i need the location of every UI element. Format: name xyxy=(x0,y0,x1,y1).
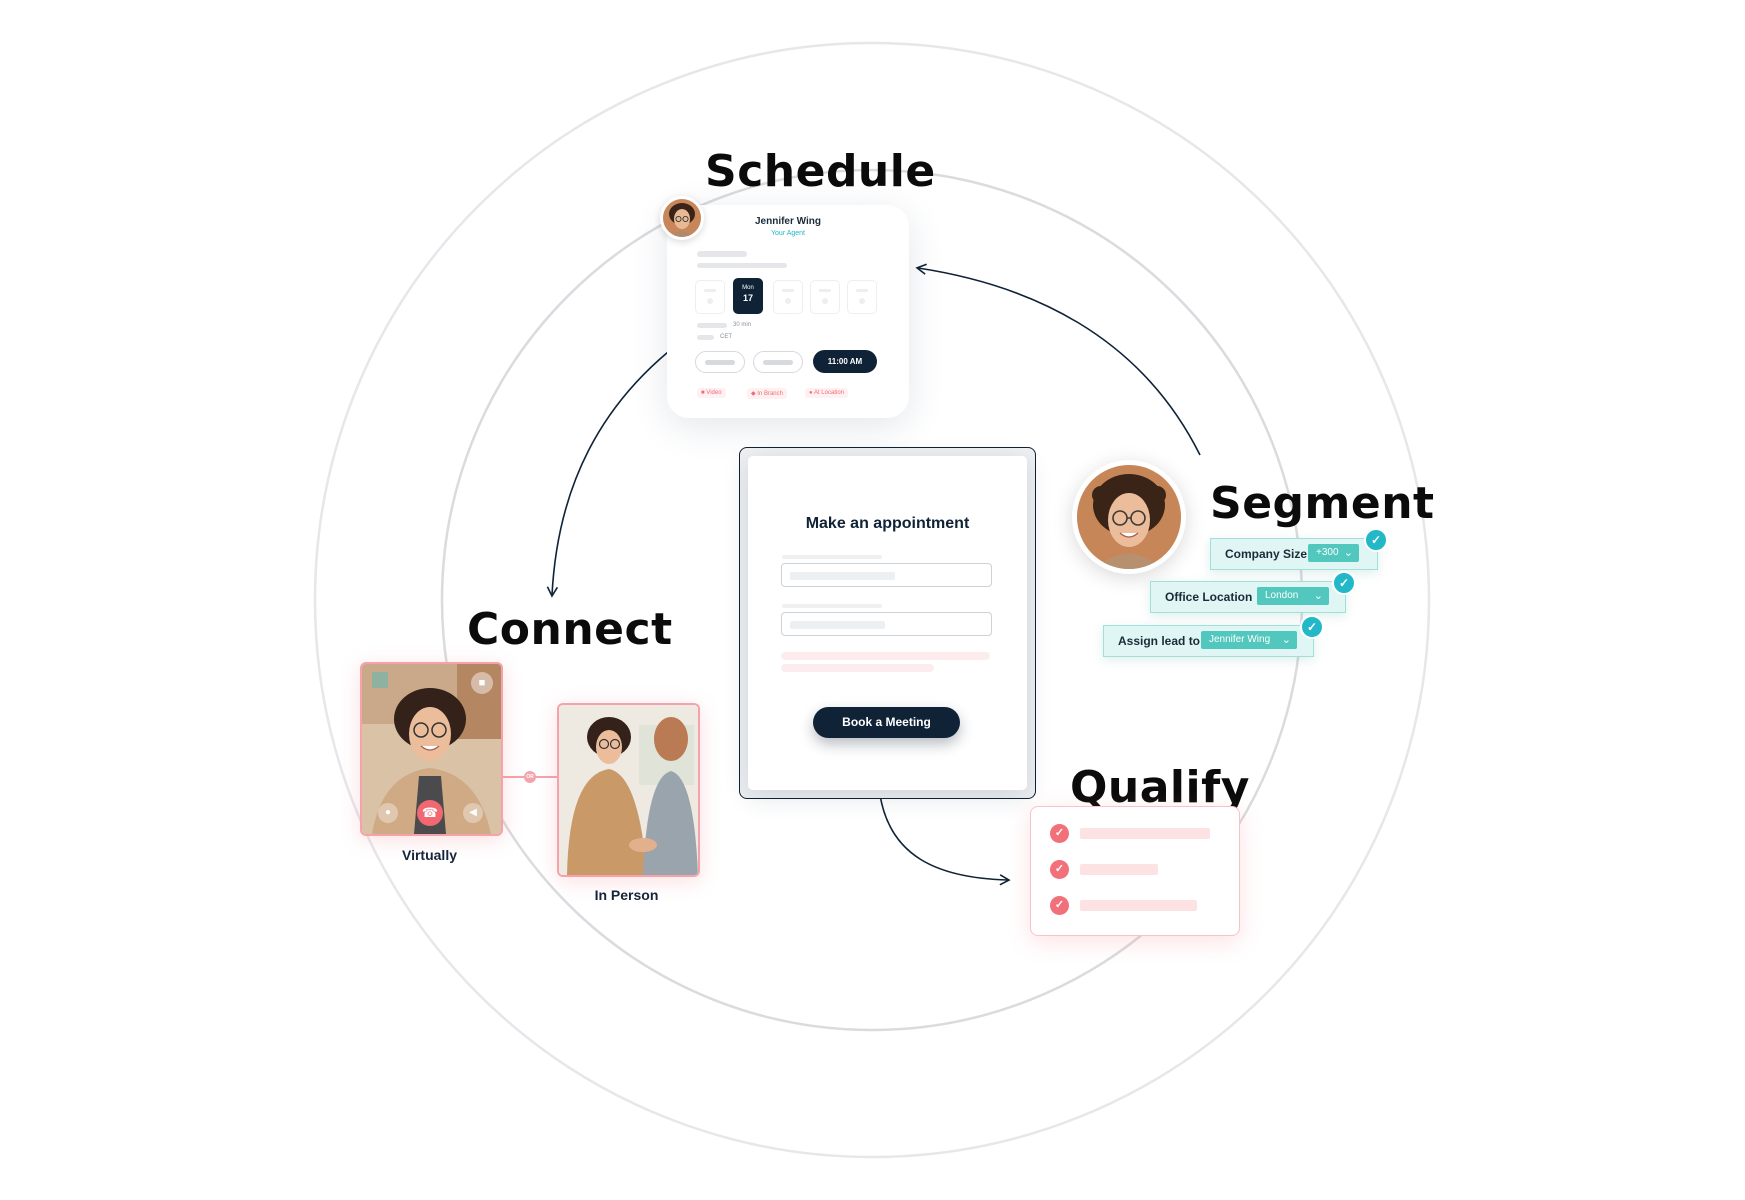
in-person-card xyxy=(557,703,700,877)
assign-lead-select[interactable]: Jennifer Wing ⌄ xyxy=(1201,631,1297,649)
virtual-call-card: ■ ● ☎ ◀ xyxy=(360,662,503,836)
day-option[interactable] xyxy=(847,280,877,314)
segment-row-assign-lead: Assign lead to Jennifer Wing ⌄ xyxy=(1103,625,1314,657)
heading-segment: Segment xyxy=(1210,478,1435,529)
hang-up-icon[interactable]: ☎ xyxy=(417,800,443,826)
agent-role: Your Agent xyxy=(771,230,805,237)
agent-face-large xyxy=(1077,465,1181,569)
form-field-1[interactable] xyxy=(781,563,992,587)
placeholder-line xyxy=(697,323,727,328)
segment-agent-avatar xyxy=(1072,460,1186,574)
consent-placeholder xyxy=(781,664,934,672)
select-value: Jennifer Wing xyxy=(1209,634,1271,645)
selected-day-name: Mon xyxy=(742,285,754,291)
microphone-icon[interactable]: ● xyxy=(378,803,398,823)
caption-in-person: In Person xyxy=(594,887,659,903)
agent-name: Jennifer Wing xyxy=(754,216,822,227)
qualify-criterion-bar xyxy=(1080,828,1210,839)
schedule-card: Jennifer Wing Your Agent Mon 17 30 min C… xyxy=(667,205,909,418)
check-icon: ✓ xyxy=(1300,615,1324,639)
arrow-segment-to-schedule xyxy=(915,263,1201,456)
chevron-down-icon: ⌄ xyxy=(1313,590,1323,602)
select-value: +300 xyxy=(1316,547,1339,558)
caption-virtually: Virtually xyxy=(402,847,457,863)
selected-time-slot[interactable]: 11:00 AM xyxy=(813,350,877,373)
consent-placeholder xyxy=(781,652,990,660)
selected-day-date: 17 xyxy=(742,293,753,303)
time-slot[interactable] xyxy=(753,351,803,373)
or-link-badge: OR xyxy=(524,771,536,783)
speaker-icon[interactable]: ◀ xyxy=(463,803,483,823)
segment-label: Company Size xyxy=(1225,547,1308,561)
option-video-label: Video xyxy=(706,390,722,396)
day-option[interactable] xyxy=(695,280,725,314)
branch-icon: ◆ xyxy=(751,391,758,397)
appointment-form-frame: Make an appointment Book a Meeting xyxy=(739,447,1036,799)
virtual-call-photo xyxy=(362,664,501,834)
segment-label: Assign lead to xyxy=(1118,634,1201,648)
option-video[interactable]: ■ Video xyxy=(697,388,726,398)
arrow-form-to-qualify xyxy=(879,794,1011,886)
appointment-form: Make an appointment Book a Meeting xyxy=(748,456,1027,790)
check-icon: ✓ xyxy=(1332,571,1356,595)
placeholder-line xyxy=(697,251,747,257)
agent-face-small xyxy=(663,199,701,237)
chevron-down-icon: ⌄ xyxy=(1343,547,1353,559)
select-value: London xyxy=(1265,590,1299,601)
chevron-down-icon: ⌄ xyxy=(1281,634,1291,646)
location-icon: ● xyxy=(809,390,814,396)
option-in-branch[interactable]: ◆ In Branch xyxy=(747,388,787,399)
placeholder-line xyxy=(697,263,787,268)
form-title: Make an appointment xyxy=(805,515,970,532)
in-person-photo xyxy=(559,705,698,875)
office-location-select[interactable]: London ⌄ xyxy=(1257,587,1329,605)
option-at-location[interactable]: ● At Location xyxy=(805,388,848,398)
option-location-label: At Location xyxy=(813,390,844,396)
book-meeting-button[interactable]: Book a Meeting xyxy=(813,707,960,738)
check-icon: ✓ xyxy=(1050,896,1069,915)
agent-avatar-small xyxy=(660,196,704,240)
qualify-card: ✓ ✓ ✓ xyxy=(1030,806,1240,936)
option-branch-label: In Branch xyxy=(757,391,783,397)
timezone-text: CET xyxy=(720,334,732,340)
segment-row-company-size: Company Size +300 ⌄ xyxy=(1210,538,1378,570)
segment-row-office-location: Office Location London ⌄ xyxy=(1150,581,1346,613)
heading-connect: Connect xyxy=(467,604,673,655)
company-size-select[interactable]: +300 ⌄ xyxy=(1308,544,1359,562)
heading-schedule: Schedule xyxy=(705,146,936,197)
video-icon: ■ xyxy=(701,390,707,396)
duration-text: 30 min xyxy=(733,322,752,328)
check-icon: ✓ xyxy=(1050,860,1069,879)
time-slot[interactable] xyxy=(695,351,745,373)
check-icon: ✓ xyxy=(1050,824,1069,843)
qualify-criterion-bar xyxy=(1080,864,1158,875)
day-option[interactable] xyxy=(810,280,840,314)
check-icon: ✓ xyxy=(1364,528,1388,552)
selected-day[interactable]: Mon 17 xyxy=(733,278,763,314)
video-camera-icon[interactable]: ■ xyxy=(471,672,493,694)
outer-ring xyxy=(313,41,1431,1159)
field-label-placeholder xyxy=(782,604,882,608)
qualify-criterion-bar xyxy=(1080,900,1197,911)
field-label-placeholder xyxy=(782,555,882,559)
heading-qualify: Qualify xyxy=(1070,762,1250,813)
arrow-schedule-to-connect xyxy=(546,351,669,598)
placeholder-line xyxy=(697,335,714,340)
segment-label: Office Location xyxy=(1165,590,1253,604)
form-field-2[interactable] xyxy=(781,612,992,636)
day-option[interactable] xyxy=(773,280,803,314)
